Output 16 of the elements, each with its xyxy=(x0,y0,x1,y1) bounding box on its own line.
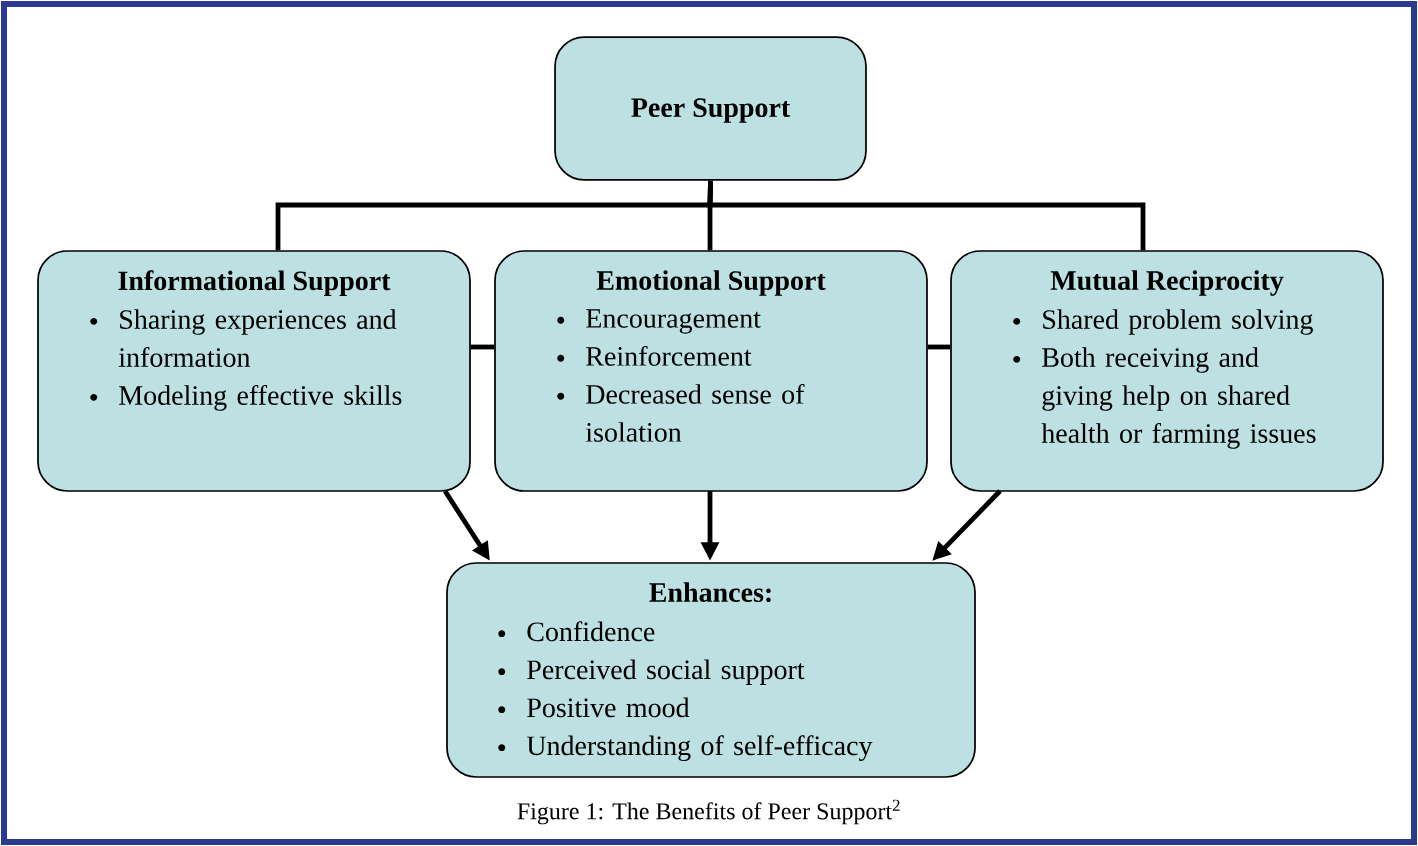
bullet-item: Shared problem solving xyxy=(1013,309,1313,335)
bullet-item: Positive mood xyxy=(498,697,690,718)
rounded-box: Peer Support xyxy=(554,36,867,181)
bullet-item: Confidence xyxy=(498,621,655,642)
bullet-item: Perceived social support xyxy=(498,659,805,685)
bullet-item: Reinforcement xyxy=(557,345,752,366)
connector-line xyxy=(470,344,495,350)
bullet-item: Both receiving and giving help on shared health or farming issues xyxy=(1013,347,1316,449)
figure-caption: Figure 1: The Benefits of Peer Support$^{2}$ xyxy=(517,799,900,825)
connector-line xyxy=(927,344,951,350)
bullet-item: Modeling effective skills xyxy=(90,384,402,411)
connector-line xyxy=(707,180,1146,251)
bullet-item: Sharing experiences and information xyxy=(90,309,397,367)
bullet-item: Understanding of self-efficacy xyxy=(498,735,873,761)
bullet-item: Encouragement xyxy=(557,309,761,334)
bullet-item: Decreased sense of isolation xyxy=(557,383,805,442)
